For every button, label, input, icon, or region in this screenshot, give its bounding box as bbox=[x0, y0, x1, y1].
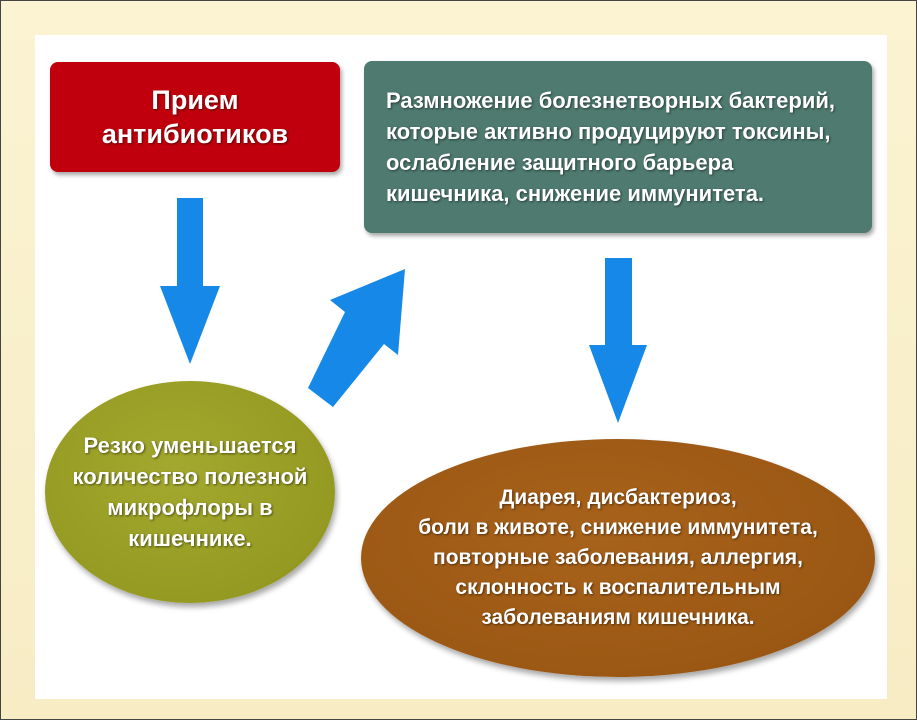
antibiotics-box-line: Прием bbox=[151, 85, 239, 115]
antibiotics-box: Прием антибиотиков bbox=[50, 62, 340, 172]
bacteria-box-line: ослабление защитного барьера bbox=[386, 150, 734, 175]
antibiotics-box-line: антибиотиков bbox=[101, 119, 289, 149]
symptoms-line: повторные заболевания, аллергия, bbox=[433, 546, 803, 569]
bacteria-box-line: Размножение болезнетворных бактерий, bbox=[386, 88, 836, 113]
bacteria-box: Размножение болезнетворных бактерий, кот… bbox=[364, 61, 872, 233]
microflora-line: кишечнике. bbox=[128, 526, 252, 551]
microflora-line: количество полезной bbox=[72, 464, 308, 489]
symptoms-line: Диарея, дисбактериоз, bbox=[499, 486, 737, 509]
symptoms-line: боли в животе, снижение иммунитета, bbox=[418, 516, 818, 539]
symptoms-line: склонность к воспалительным bbox=[455, 576, 781, 599]
microflora-line: микрофлоры в bbox=[107, 495, 273, 520]
bacteria-box-line: кишечника, снижение иммунитета. bbox=[386, 181, 765, 206]
microflora-ellipse: Резко уменьшается количество полезной ми… bbox=[45, 381, 335, 603]
arrow-diagonal-icon bbox=[308, 269, 405, 407]
arrow-down-icon bbox=[589, 258, 647, 423]
symptoms-line: заболеваниям кишечника. bbox=[481, 606, 755, 629]
symptoms-ellipse: Диарея, дисбактериоз, боли в животе, сни… bbox=[361, 439, 875, 677]
bacteria-box-line: которые активно продуцируют токсины, bbox=[386, 119, 831, 144]
microflora-line: Резко уменьшается bbox=[83, 433, 297, 458]
arrow-down-icon bbox=[160, 198, 220, 364]
